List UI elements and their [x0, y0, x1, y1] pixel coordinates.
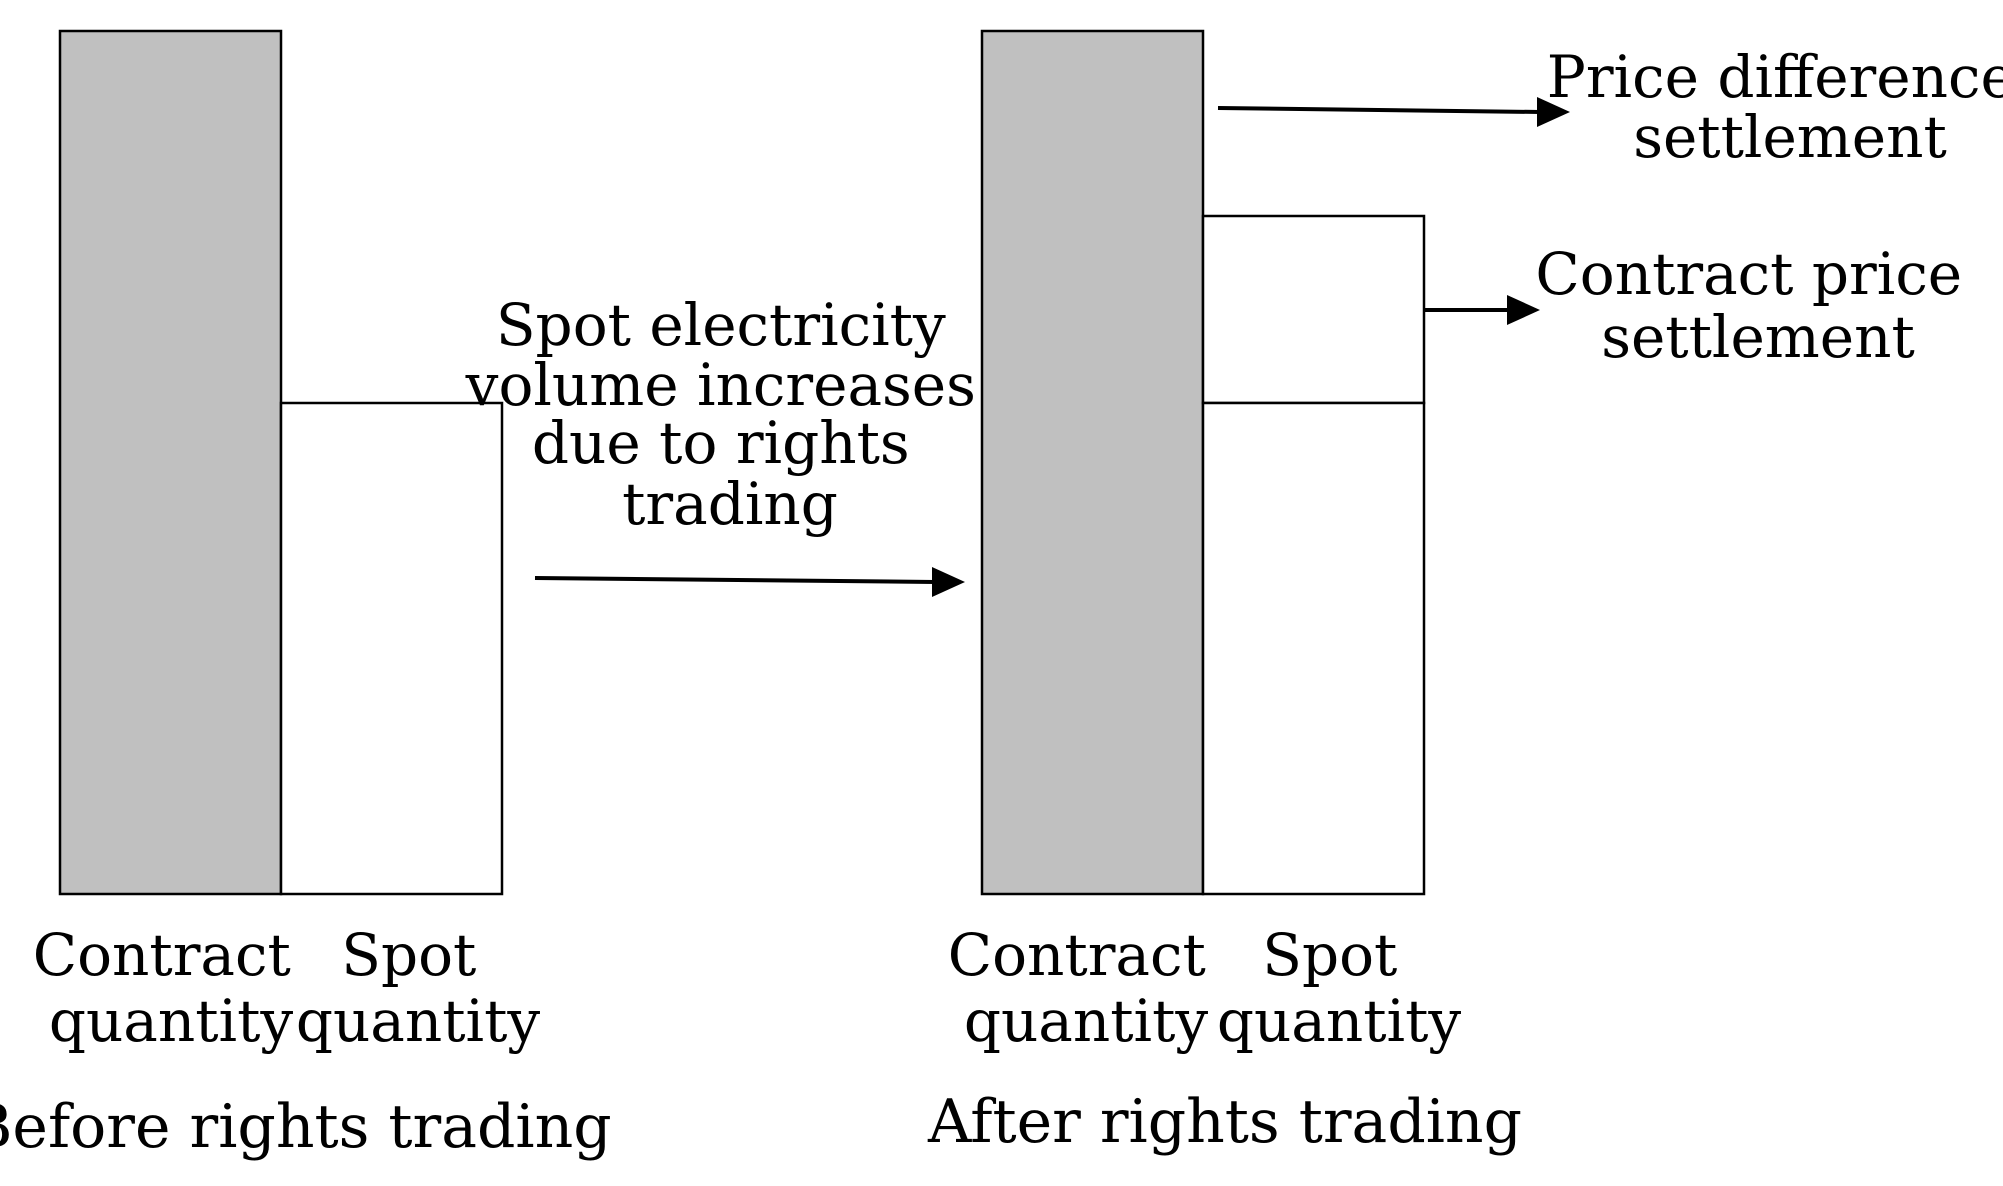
price-difference-label: Price difference settlement	[1547, 43, 2003, 171]
after-spot-label-line2: quantity	[1217, 987, 1462, 1055]
after-spot-bar-base	[1201, 401, 1426, 896]
after-contract-label-line1: Contract	[948, 921, 1206, 989]
before-spot-label: Spot quantity	[296, 921, 541, 1055]
before-contract-label-line2: quantity	[49, 987, 294, 1055]
before-spot-label-line1: Spot	[341, 921, 476, 989]
before-contract-bar	[58, 29, 283, 896]
price-difference-label-line2: settlement	[1633, 103, 1947, 171]
transition-label-line2: volume increases	[465, 351, 976, 419]
contract-price-label-line1: Contract price	[1535, 240, 1962, 308]
after-spot-label: Spot quantity	[1217, 921, 1462, 1055]
before-contract-label-line1: Contract	[33, 921, 291, 989]
price-difference-label-line1: Price difference	[1547, 43, 2003, 111]
transition-label-line4: trading	[622, 470, 838, 538]
after-panel: Contract quantity Spot quantity After ri…	[927, 29, 2003, 1157]
after-contract-label-line2: quantity	[964, 987, 1209, 1055]
contract-price-label: Contract price settlement	[1535, 240, 1980, 371]
transition-arrow	[534, 567, 965, 597]
before-caption: Before rights trading	[0, 1092, 612, 1162]
contract-price-arrow	[1424, 295, 1540, 325]
before-spot-label-line2: quantity	[296, 987, 541, 1055]
after-contract-bar	[980, 29, 1205, 896]
after-spot-label-line1: Spot	[1262, 921, 1397, 989]
before-panel: Contract quantity Spot quantity Before r…	[0, 29, 612, 1162]
contract-price-label-line2: settlement	[1601, 303, 1915, 371]
before-contract-label: Contract quantity	[33, 921, 310, 1055]
after-spot-bar-added	[1201, 214, 1426, 405]
transition: Spot electricity volume increases due to…	[465, 291, 995, 597]
after-contract-label: Contract quantity	[948, 921, 1225, 1055]
transition-label: Spot electricity volume increases due to…	[465, 291, 995, 538]
transition-label-line1: Spot electricity	[496, 291, 946, 359]
price-difference-arrow	[1217, 97, 1570, 127]
before-spot-bar	[279, 401, 504, 896]
after-caption: After rights trading	[927, 1087, 1522, 1157]
transition-label-line3: due to rights	[532, 409, 910, 477]
